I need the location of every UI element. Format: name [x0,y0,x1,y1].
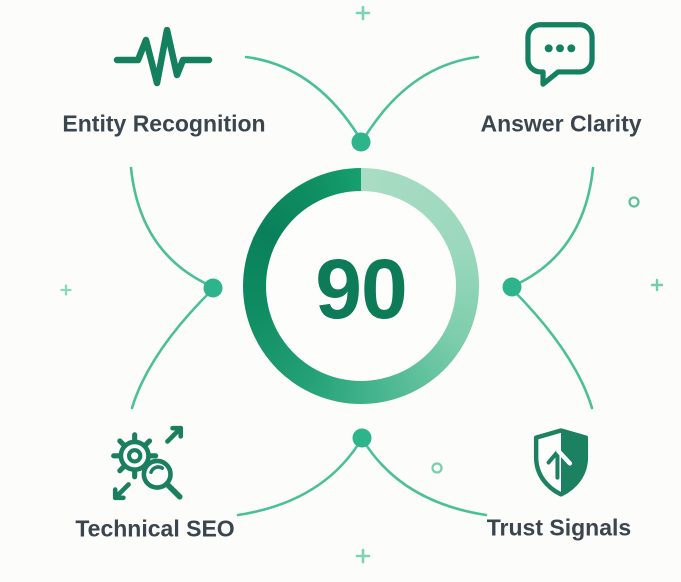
plus-decorations [60,5,664,564]
plus-icon [650,278,664,292]
pulse-waveform-icon [113,27,213,87]
plus-icon [60,284,72,296]
factor-label-entity-recognition: Entity Recognition [62,110,266,137]
score-value: 90 [315,242,407,336]
shield-arrow-icon [533,428,589,497]
circle-decoration [628,196,640,208]
score-ring-inner: 90 [266,191,456,381]
plus-icon [355,5,371,21]
node-dot-bottom [352,428,372,448]
connector-right-to-bottomright [509,286,594,410]
factor-label-answer-clarity: Answer Clarity [480,110,642,137]
connector-topright-to-top [361,55,480,142]
node-dot-top [351,132,371,152]
gear-magnifier-icon [111,425,184,501]
factor-label-trust-signals: Trust Signals [486,514,632,541]
connector-bottom-to-bottomright [361,438,488,517]
plus-icon [355,548,371,564]
node-dot-left [203,278,223,298]
connector-bottom-to-bottomleft [236,438,363,517]
connector-topleft-to-top [244,55,363,142]
connector-left-to-bottomleft [130,287,215,410]
connector-topright-to-right [511,166,595,288]
circle-decoration [431,462,443,474]
node-dot-right [502,277,522,297]
connector-topleft-to-left [129,166,213,288]
chat-bubble-dots-icon [525,22,595,87]
score-ring-gauge: 90 [243,168,479,404]
factor-label-technical-seo: Technical SEO [75,515,235,542]
